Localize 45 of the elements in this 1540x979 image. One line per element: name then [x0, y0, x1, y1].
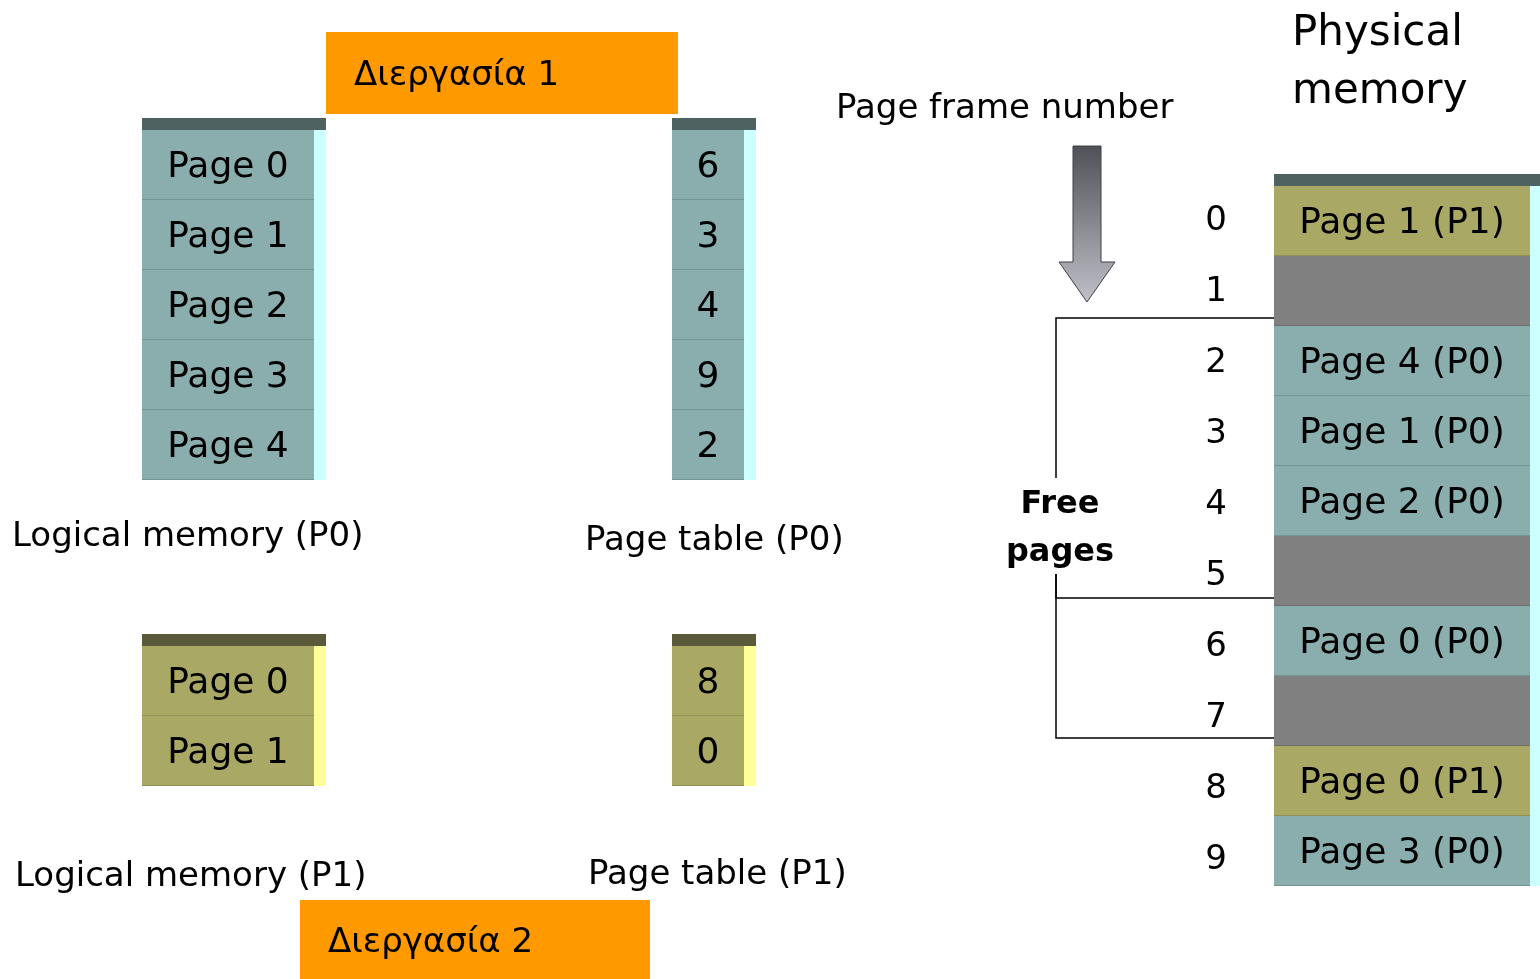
- memory-cell: 3: [672, 200, 744, 270]
- frame-number: 6: [1204, 624, 1228, 664]
- leader-line: [1055, 573, 1275, 739]
- free-frame: [1274, 256, 1530, 326]
- free-pages-label: Free pages: [1000, 478, 1120, 574]
- memory-cell: 6: [672, 130, 744, 200]
- memory-cell: 0: [672, 716, 744, 786]
- memory-cell: 9: [672, 340, 744, 410]
- free-frame: [1274, 676, 1530, 746]
- memory-cell: 2: [672, 410, 744, 480]
- frame-number: 7: [1204, 695, 1228, 735]
- frame-number: 9: [1204, 837, 1228, 877]
- memory-cell: Page 0: [142, 646, 314, 716]
- heading: Physical memory: [1292, 5, 1469, 115]
- memory-cell: 4: [672, 270, 744, 340]
- memory-cell: Page 4 (P0): [1274, 326, 1530, 396]
- frame-number: 4: [1204, 482, 1228, 522]
- memory-cell: Page 1 (P1): [1274, 186, 1530, 256]
- memory-cell: 8: [672, 646, 744, 716]
- memory-cell: Page 1 (P0): [1274, 396, 1530, 466]
- caption: Logical memory (P0): [12, 514, 364, 554]
- process-box: Διεργασία 1: [326, 32, 678, 114]
- frame-number: 5: [1204, 553, 1228, 593]
- memory-cell: Page 0: [142, 130, 314, 200]
- process-box: Διεργασία 2: [300, 900, 650, 979]
- memory-cell: Page 1: [142, 716, 314, 786]
- memory-cell: Page 4: [142, 410, 314, 480]
- axis-title: Page frame number: [836, 86, 1174, 126]
- leader-line: [1055, 317, 1275, 479]
- memory-cell: Page 2 (P0): [1274, 466, 1530, 536]
- caption: Page table (P1): [588, 852, 847, 892]
- memory-cell: Page 2: [142, 270, 314, 340]
- frame-number: 2: [1204, 340, 1228, 380]
- free-frame: [1274, 536, 1530, 606]
- memory-cell: Page 0 (P1): [1274, 746, 1530, 816]
- frame-number: 8: [1204, 766, 1228, 806]
- frame-number: 3: [1204, 411, 1228, 451]
- frame-number: 1: [1204, 269, 1228, 309]
- memory-cell: Page 0 (P0): [1274, 606, 1530, 676]
- caption: Logical memory (P1): [15, 854, 367, 894]
- caption: Page table (P0): [585, 518, 844, 558]
- memory-cell: Page 1: [142, 200, 314, 270]
- memory-cell: Page 3 (P0): [1274, 816, 1530, 886]
- memory-cell: Page 3: [142, 340, 314, 410]
- frame-number: 0: [1204, 198, 1228, 238]
